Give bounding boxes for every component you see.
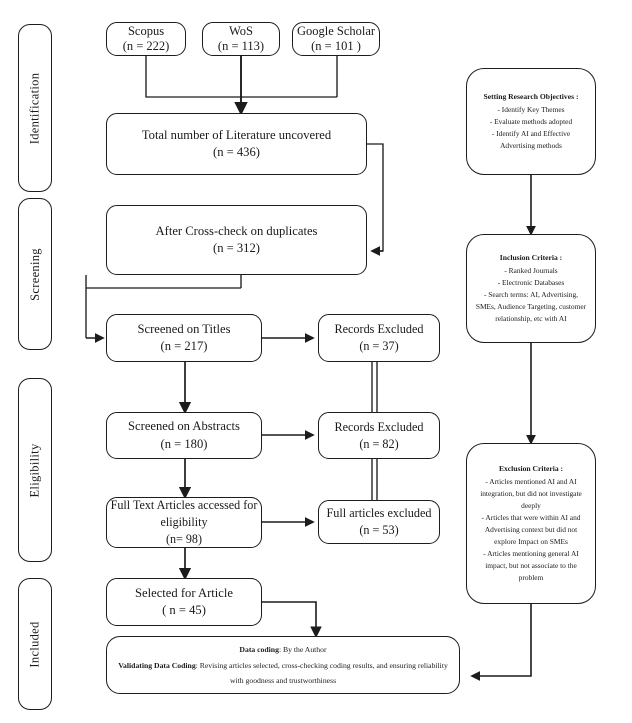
excluded-box-fullarticles-53: Full articles excluded (n = 53) — [318, 500, 440, 544]
research-objectives-item-3: - Identify AI and Effective Advertising … — [491, 129, 571, 151]
research-objectives-heading: Setting Research Objectives : — [483, 91, 579, 101]
research-objectives-item-1: - Identify Key Themes — [497, 105, 565, 115]
flow-box-total-literature: Total number of Literature uncovered (n … — [106, 113, 367, 175]
criteria-box-research-objectives: Setting Research Objectives : - Identify… — [466, 68, 596, 175]
flow-box-screened-titles: Screened on Titles (n = 217) — [106, 314, 262, 362]
flow-box-after-crosscheck: After Cross-check on duplicates (n = 312… — [106, 205, 367, 275]
after-crosscheck-count: (n = 312) — [213, 241, 260, 255]
stage-label-identification: Identification — [18, 24, 52, 192]
validating-data-coding-label: Validating Data Coding — [118, 660, 196, 670]
fulltext-count: (n= 98) — [165, 531, 203, 546]
edge-total-to-duplicates — [367, 143, 384, 252]
flow-box-selected-for-article: Selected for Article ( n = 45) — [106, 578, 262, 626]
selected-article-label: Selected for Article — [135, 585, 233, 600]
excluded-box-records-37: Records Excluded (n = 37) — [318, 314, 440, 362]
exclusion-criteria-item-2: - Articles that were within AI and Adver… — [481, 513, 581, 547]
inclusion-criteria-item-2: - Electronic Databases — [497, 278, 565, 288]
source-box-scopus: Scopus (n = 222) — [106, 22, 186, 56]
edge-exclusion-to-coding — [470, 604, 532, 681]
excluded-records-82-count: (n = 82) — [359, 436, 399, 451]
source-box-wos: WoS (n = 113) — [202, 22, 280, 56]
source-gscholar-name: Google Scholar — [296, 23, 376, 38]
after-crosscheck-label: After Cross-check on duplicates — [155, 223, 318, 238]
screened-titles-count: (n = 217) — [160, 339, 208, 353]
fulltext-label-line2: eligibility — [160, 515, 208, 530]
excluded-box-records-82: Records Excluded (n = 82) — [318, 412, 440, 459]
stage-label-screening-text: Screening — [27, 247, 42, 301]
source-scopus-name: Scopus — [127, 23, 165, 38]
screened-abstracts-count: (n = 180) — [160, 436, 208, 451]
exclusion-criteria-heading: Exclusion Criteria : — [498, 463, 564, 473]
validating-data-coding-value: : Revising articles selected, cross-chec… — [195, 660, 448, 685]
screened-titles-label: Screened on Titles — [137, 321, 231, 336]
stage-label-identification-text: Identification — [27, 72, 42, 144]
excluded-fullarticles-count: (n = 53) — [359, 523, 399, 537]
screened-abstracts-label: Screened on Abstracts — [128, 419, 240, 434]
flow-box-screened-abstracts: Screened on Abstracts (n = 180) — [106, 412, 262, 459]
source-wos-count: (n = 113) — [217, 39, 265, 53]
total-literature-label: Total number of Literature uncovered — [141, 127, 332, 142]
fulltext-label-line1: Full Text Articles accessed for — [110, 498, 258, 513]
data-coding-line-2: Validating Data Coding: Revising article… — [117, 658, 449, 688]
source-box-google-scholar: Google Scholar (n = 101 ) — [292, 22, 380, 56]
stage-label-included-text: Included — [27, 620, 42, 668]
excluded-records-37-label: Records Excluded — [334, 322, 424, 337]
data-coding-line-1: Data coding: By the Author — [239, 642, 326, 657]
source-wos-name: WoS — [229, 23, 253, 38]
data-coding-box: Data coding: By the Author Validating Da… — [106, 636, 460, 694]
criteria-box-exclusion: Exclusion Criteria : - Articles mentione… — [466, 443, 596, 604]
source-gscholar-count: (n = 101 ) — [311, 39, 361, 53]
inclusion-criteria-heading: Inclusion Criteria : — [499, 252, 563, 262]
excluded-fullarticles-label: Full articles excluded — [326, 506, 432, 521]
criteria-box-inclusion: Inclusion Criteria : - Ranked Journals -… — [466, 234, 596, 343]
research-objectives-item-2: - Evaluate methods adopted — [489, 117, 573, 127]
total-literature-count: (n = 436) — [213, 145, 260, 159]
stage-label-eligibility-text: Eligibility — [27, 443, 42, 497]
edge-scopus-to-total — [145, 56, 337, 98]
exclusion-criteria-item-1: - Articles mentioned AI and AI integrati… — [480, 477, 582, 511]
data-coding-value: : By the Author — [278, 645, 327, 655]
flow-box-fulltext-articles: Full Text Articles accessed for eligibil… — [106, 497, 262, 548]
stage-label-included: Included — [18, 578, 52, 710]
stage-label-screening: Screening — [18, 198, 52, 350]
edge-selected-to-coding — [262, 601, 322, 639]
inclusion-criteria-item-3: - Search terms: AI, Advertising, SMEs, A… — [475, 290, 587, 324]
data-coding-label: Data coding — [239, 645, 279, 655]
excluded-records-37-count: (n = 37) — [359, 339, 399, 353]
inclusion-criteria-item-1: - Ranked Journals — [504, 266, 558, 276]
exclusion-criteria-item-3: - Articles mentioning general AI impact,… — [483, 549, 579, 583]
excluded-records-82-label: Records Excluded — [334, 419, 424, 434]
selected-article-count: ( n = 45) — [162, 603, 206, 617]
stage-label-eligibility: Eligibility — [18, 378, 52, 562]
source-scopus-count: (n = 222) — [122, 39, 170, 53]
